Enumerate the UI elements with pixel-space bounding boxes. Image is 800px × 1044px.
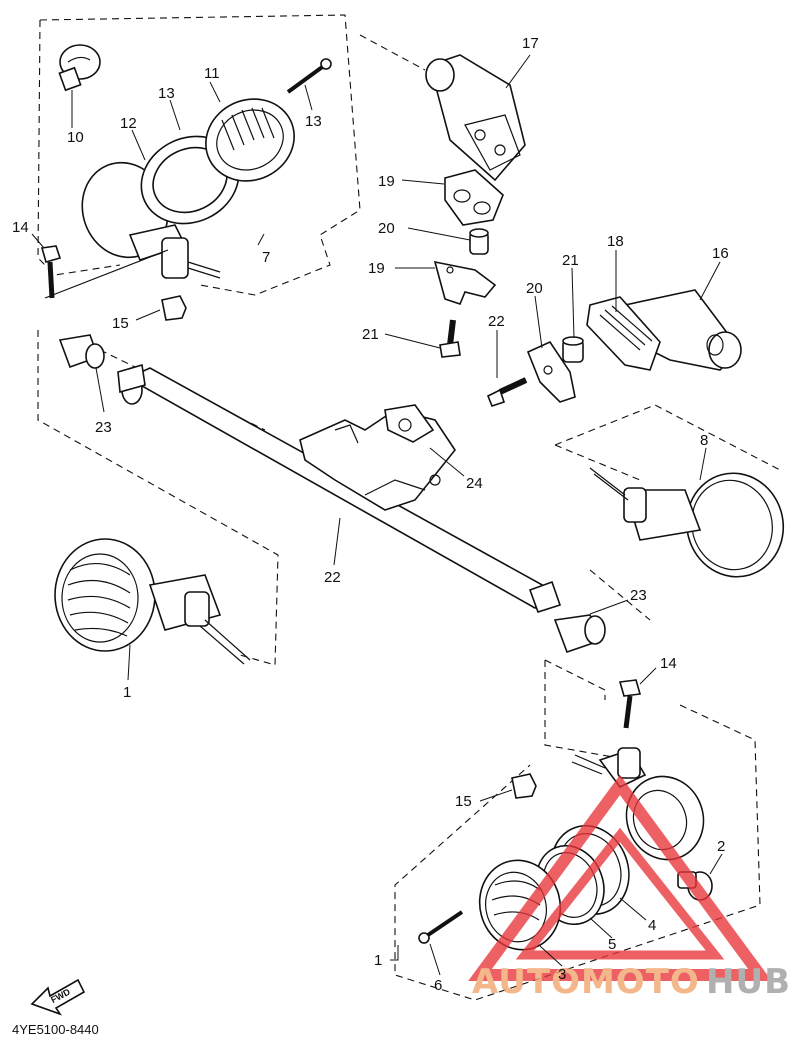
callout-21-right: 22: [488, 313, 505, 330]
bracket-24-part: [299, 404, 456, 511]
drawing-code: 4YE5100-8440: [12, 1022, 99, 1037]
shaft-22-part: [117, 363, 562, 613]
lens-3-part: [478, 859, 562, 951]
nut-14-upper-part: [161, 295, 187, 321]
watermark-text-b: HUB: [706, 962, 791, 1002]
bolt-13-upper-part: [40, 245, 62, 299]
bracket-16-part: [425, 54, 526, 182]
callout-14-lower: 15: [455, 793, 472, 810]
callout-11: 13: [158, 85, 175, 102]
rings-9-11-part: [140, 98, 295, 225]
front-left-signal-assembly: [40, 44, 332, 321]
callout-19-right: 20: [526, 280, 543, 297]
callout-14-upper: 15: [112, 315, 129, 332]
watermark-triangle-outer: [468, 774, 772, 981]
callout-22-shaft: 22: [324, 569, 341, 586]
callout-5: 5: [608, 936, 616, 953]
callout-20-right: 21: [562, 252, 579, 269]
plate-17-part: [586, 296, 661, 371]
callout-10: 12: [120, 115, 137, 132]
callout-2: 2: [717, 838, 725, 855]
callout-6: 6: [434, 977, 442, 994]
collar-20-right-part: [562, 336, 584, 363]
callout-23-right: 23: [630, 587, 647, 604]
callout-17: 18: [607, 233, 624, 250]
plate-18-part: [444, 169, 504, 226]
callout-16: 17: [522, 35, 539, 52]
fwd-arrow: FWD: [30, 978, 86, 1016]
watermark-text-a: AUTOMOTO: [472, 962, 700, 1002]
collar-20-upper-part: [469, 228, 489, 255]
nut-14-lower-part: [511, 773, 537, 799]
rear-right-signal-part: [589, 467, 785, 578]
callout-19-upper: 19: [368, 260, 385, 277]
callout-23-left: 23: [95, 419, 112, 436]
callout-8: 10: [67, 129, 84, 146]
shaft-assembly: [58, 334, 606, 654]
bushing-23-right-part: [553, 614, 606, 654]
bracket-19-right-part: [526, 340, 576, 403]
callout-7-right: 8: [700, 432, 708, 449]
rear-bracket-assembly: [425, 54, 742, 407]
callout-3: 3: [558, 966, 566, 983]
bolt-21-upper-part: [439, 319, 461, 358]
bracket-19-upper-part: [433, 260, 497, 305]
callout-24: 24: [466, 475, 483, 492]
leader-lines: [31, 54, 723, 976]
watermark-triangle-inner: [515, 827, 725, 960]
callout-1-left: 1: [123, 684, 131, 701]
callout-21-upper: 21: [362, 326, 379, 343]
bolt-21-right-part: [486, 377, 528, 407]
front-left-signal-lower-part: [54, 538, 251, 665]
housing-part: [571, 747, 705, 861]
rear-left-signal-exploded: [418, 679, 713, 951]
callout-labels: 10 11 13 12 13 14 7 15 17 19 20 19 21 22…: [12, 35, 729, 994]
callout-9: 11: [204, 65, 220, 82]
bolt-13-lower-part: [618, 679, 642, 729]
automotohub-logo: AUTOMOTO HUB: [468, 774, 791, 1002]
callout-13-lower: 14: [660, 655, 677, 672]
screw-6-part: [418, 910, 464, 944]
callout-13-upper: 14: [12, 219, 29, 236]
bulb-8-part: [58, 44, 101, 92]
callout-4: 4: [648, 917, 656, 934]
callout-18: 19: [378, 173, 395, 190]
callout-1-lower: 1: [374, 952, 382, 969]
callout-15: 16: [712, 245, 729, 262]
screw-12-part: [286, 58, 332, 94]
bushing-23-left-part: [58, 334, 105, 369]
callout-12: 13: [305, 113, 322, 130]
callout-20-upper: 20: [378, 220, 395, 237]
callout-7-upper: 7: [262, 249, 270, 266]
group-boundary-lines: [37, 14, 781, 1001]
